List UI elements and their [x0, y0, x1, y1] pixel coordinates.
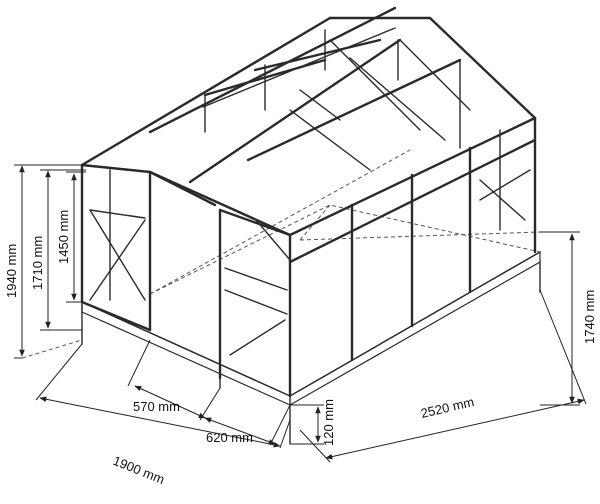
width-total-label: 1900 mm: [111, 453, 167, 487]
door-offset-label: 570 mm: [133, 399, 180, 414]
base-height-label: 120 mm: [321, 399, 336, 446]
left-dimensions: [14, 164, 86, 359]
front-width-dimensions: [35, 339, 291, 449]
hidden-edges: [21, 149, 541, 359]
right-dimension: [540, 231, 580, 406]
base-length-dimensions: [290, 289, 587, 463]
height-side-label: 1740 mm: [582, 290, 597, 344]
height-ridge-label: 1940 mm: [4, 244, 19, 298]
height-eave-label: 1450 mm: [56, 210, 71, 264]
door-width-label: 620 mm: [206, 430, 253, 445]
greenhouse-frame: [80, 6, 537, 398]
length-total-label: 2520 mm: [419, 394, 475, 421]
height-door-label: 1710 mm: [30, 236, 45, 290]
